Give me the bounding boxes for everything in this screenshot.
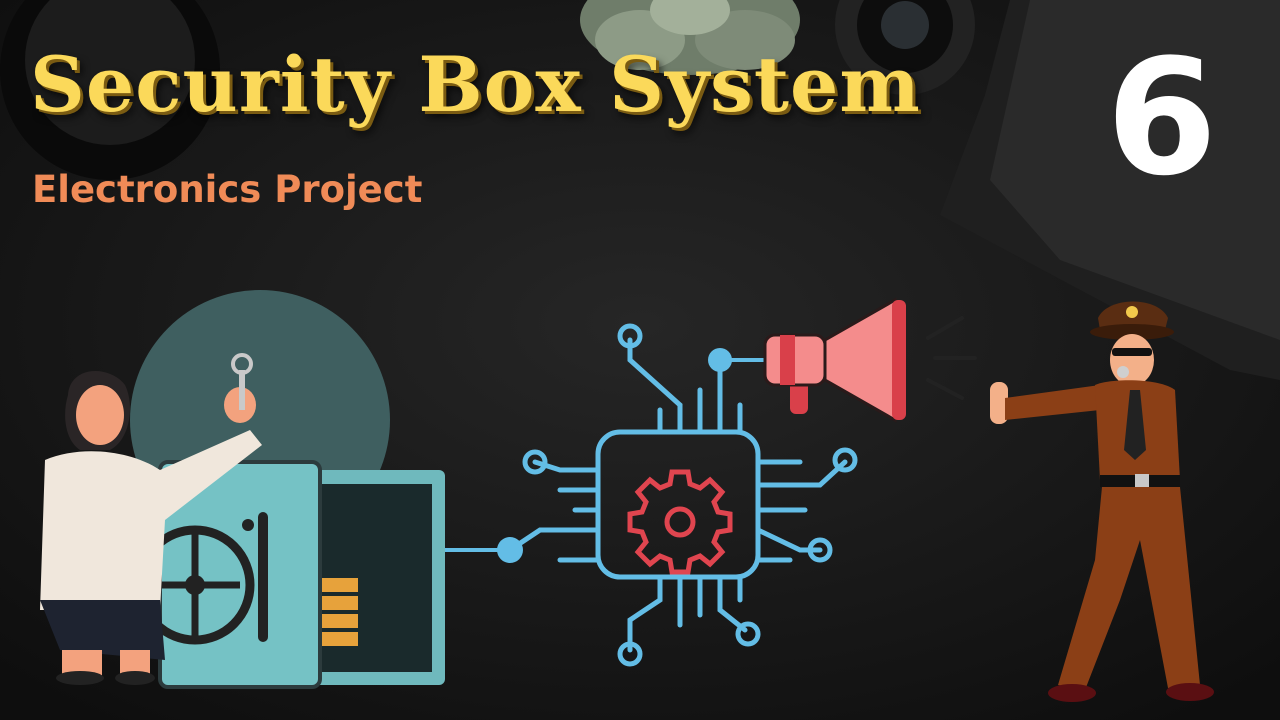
woman-with-key-figure	[40, 353, 262, 685]
succulent-plant-decoration	[580, 0, 800, 75]
camera-lens-decoration	[835, 0, 975, 95]
episode-number: 6	[1106, 24, 1218, 211]
video-title: Security Box System	[30, 40, 921, 129]
coffee-mug-decoration	[0, 0, 220, 180]
gold-bars	[318, 578, 358, 646]
video-subtitle: Electronics Project	[32, 168, 423, 211]
megaphone-icon	[763, 297, 906, 423]
whistle-icon	[1117, 366, 1129, 378]
stop-hand-icon	[990, 382, 1008, 424]
sound-waves	[926, 316, 977, 400]
safe-icon	[130, 290, 445, 689]
key-icon	[231, 353, 253, 410]
microchip-circuit-icon	[507, 337, 848, 653]
safe-handle	[258, 512, 268, 642]
gear-icon	[627, 469, 733, 575]
notebook-decoration	[940, 0, 1280, 380]
police-officer-figure	[990, 301, 1214, 702]
